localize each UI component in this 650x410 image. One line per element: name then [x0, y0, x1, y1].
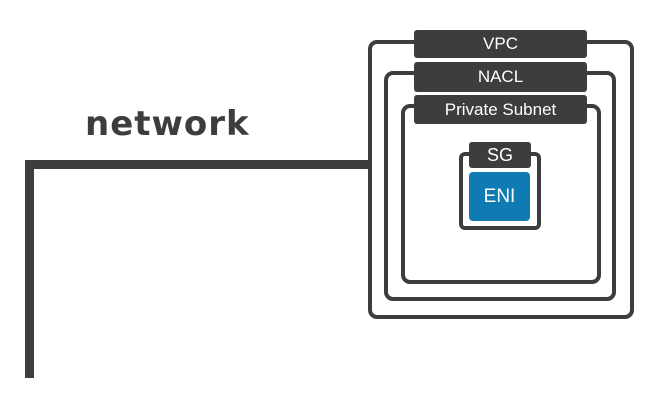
private-subnet-label: Private Subnet [414, 95, 587, 124]
sg-label: SG [469, 142, 531, 168]
vpc-label: VPC [414, 30, 587, 58]
nacl-label: NACL [414, 62, 587, 92]
network-label: network [85, 104, 250, 144]
eni-node: ENI [469, 172, 530, 221]
network-wire-vertical [25, 160, 34, 378]
network-wire-horizontal [25, 160, 372, 169]
